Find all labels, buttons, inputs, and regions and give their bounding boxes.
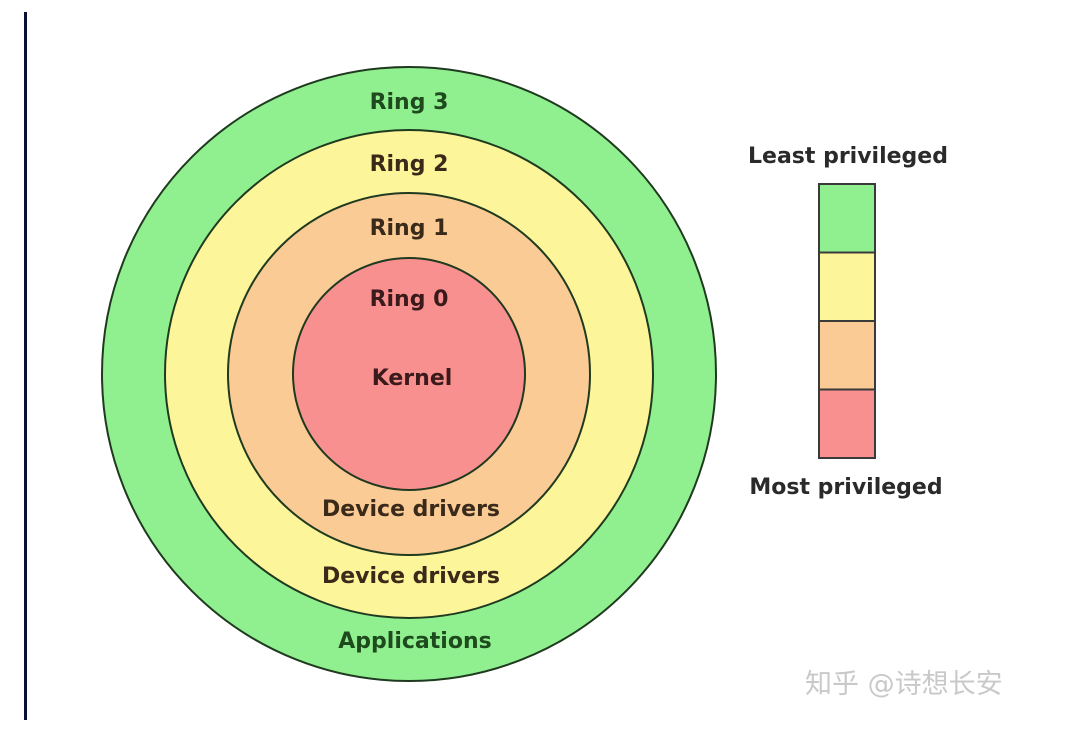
ring1-sublabel: Device drivers	[322, 497, 500, 522]
ring2-title: Ring 2	[370, 152, 449, 177]
legend-swatch-0	[818, 183, 876, 254]
watermark: 知乎 @诗想长安	[805, 669, 1003, 700]
legend-bottom-label: Most privileged	[749, 475, 942, 500]
ring3-title: Ring 3	[370, 90, 449, 115]
ring3-sublabel: Applications	[338, 629, 491, 654]
kernel-label: Kernel	[372, 366, 453, 391]
ring0-title: Ring 0	[370, 287, 449, 312]
legend-swatch-1	[818, 251, 876, 322]
legend-swatch-2	[818, 320, 876, 391]
legend-top-label: Least privileged	[748, 144, 948, 169]
legend-swatch-3	[818, 388, 876, 459]
left-border-line	[24, 12, 27, 720]
ring1-title: Ring 1	[370, 216, 449, 241]
ring0-circle	[292, 257, 526, 491]
ring2-sublabel: Device drivers	[322, 564, 500, 589]
